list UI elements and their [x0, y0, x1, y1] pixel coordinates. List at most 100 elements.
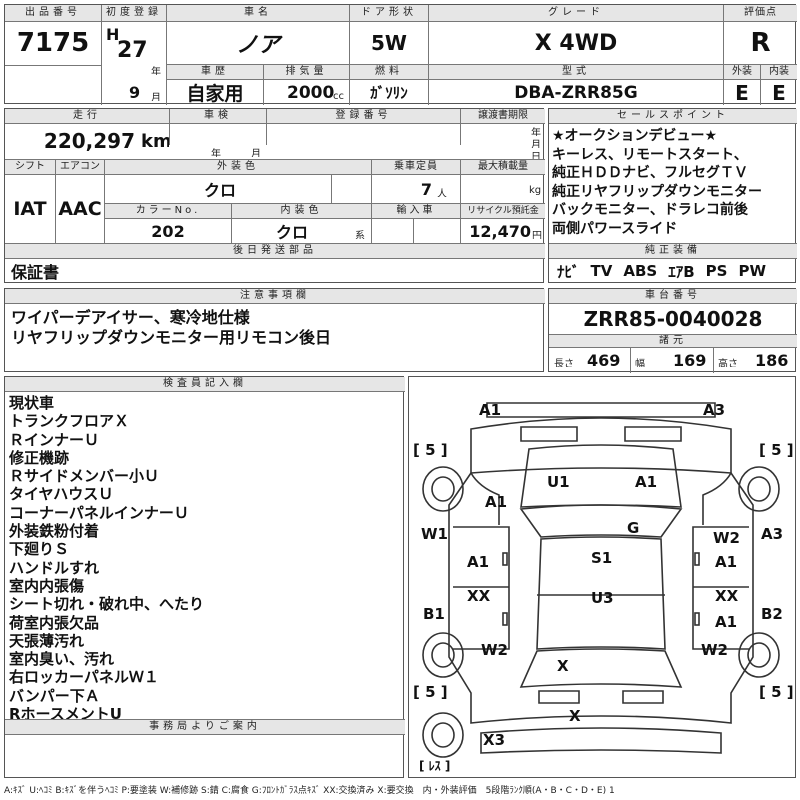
inspector-line: 下廻りＳ: [9, 540, 70, 559]
plate-label: 登録番号: [267, 109, 460, 123]
chassis-label: 車台番号: [549, 289, 797, 303]
damage-mark: G: [627, 519, 640, 537]
header-section: 出品番号 7175 初度登録 H 27 年 9 月 車名 ノア ドア形状 5W …: [4, 4, 797, 105]
later-parts-label: 後日発送部品: [5, 244, 545, 258]
damage-mark: X: [569, 707, 581, 725]
door-label: ドア形状: [350, 5, 428, 21]
equipment-list: ﾅﾋﾞ TV ABS ｴｱB PS PW: [557, 259, 797, 283]
damage-mark: XX: [715, 587, 739, 605]
sales-point-line: 純正ＨＤＤナビ、フルセグＴＶ: [552, 165, 748, 181]
mileage-label: 走行: [5, 109, 169, 123]
int-label: 内装: [761, 65, 797, 79]
transfer-day-unit: 日: [531, 152, 541, 160]
color-no-value: 202: [151, 221, 185, 241]
inspector-line: コーナーパネルインナーＵ: [9, 503, 189, 522]
inspector-line: RホースメントU: [9, 705, 122, 724]
later-parts-value: 保証書: [11, 263, 60, 282]
equipment-item: TV: [590, 262, 613, 280]
inspector-line: バンパー下Ａ: [9, 686, 100, 705]
load-unit: kg: [529, 185, 542, 196]
inspection-label: 車検: [170, 109, 266, 123]
damage-mark: A1: [479, 401, 502, 419]
color-label: 外装色: [105, 160, 371, 174]
inspector-line: ＲインナーＵ: [9, 430, 100, 449]
damage-mark: [ ﾚｽ ]: [419, 759, 451, 773]
damage-mark: A3: [761, 525, 784, 543]
model-label: 型式: [429, 65, 723, 79]
reg-year: 27: [117, 37, 148, 63]
damage-mark: B2: [761, 605, 783, 623]
color-no-label: カラーNo.: [105, 204, 231, 218]
grade-label: グレード: [429, 5, 723, 21]
damage-mark: [ 5 ]: [413, 683, 448, 701]
office-label: 事務局よりご案内: [5, 720, 405, 734]
recycle-unit: 円: [532, 231, 542, 239]
transfer-label: 譲渡書期限: [461, 109, 545, 123]
grade-value: X 4WD: [534, 30, 618, 56]
inspector-line: シート切れ・破れ中、へたり: [9, 595, 205, 614]
chassis-section: 車台番号 ZRR85-0040028 諸元 長さ 469 幅 169 高さ 18…: [548, 288, 797, 373]
damage-mark: A1: [715, 553, 738, 571]
int-value: E: [772, 80, 786, 105]
length-value: 469: [587, 351, 621, 370]
damage-mark: [ 5 ]: [759, 441, 794, 459]
length-label: 長さ: [554, 359, 574, 367]
legend: A:ｷｽﾞ U:ﾍｺﾐ B:ｷｽﾞを伴うﾍｺﾐ P:要塗装 W:補修跡 S:錆 …: [4, 786, 615, 796]
damage-mark: W2: [481, 641, 508, 659]
transfer-month-unit: 月: [531, 140, 541, 148]
car-outline: [422, 402, 780, 758]
damage-mark: W2: [713, 529, 740, 547]
damage-mark: XX: [467, 587, 491, 605]
inspector-notes: 現状車 トランクフロアＸ ＲインナーＵ 修正機跡 Ｒサイドメンバー小Ｕ タイヤハ…: [5, 394, 403, 726]
inspector-line: 外装鉄粉付着: [9, 522, 100, 541]
equipment-item: ﾅﾋﾞ: [557, 262, 580, 281]
history-label: 車歴: [167, 65, 263, 79]
interior-color-label: 内装色: [232, 204, 371, 218]
damage-mark: A1: [635, 473, 658, 491]
equipment-item: ｴｱB: [668, 262, 695, 281]
equipment-item: PS: [705, 262, 728, 280]
inspector-line: Ｒサイドメンバー小Ｕ: [9, 467, 160, 486]
door-type: 5W: [371, 31, 407, 55]
inspector-label: 検査員記入欄: [5, 377, 405, 391]
score-value: R: [750, 28, 771, 58]
lot-number: 7175: [16, 28, 90, 58]
notes-section: 注意事項欄 ワイパーデアイサー、寒冷地仕様 リヤフリップダウンモニター用リモコン…: [4, 288, 545, 372]
inspector-line: 室内臭い、汚れ: [9, 650, 115, 669]
equipment-item: PW: [738, 262, 766, 280]
score-label: 評価点: [724, 5, 797, 21]
damage-mark: S1: [591, 549, 613, 567]
dims-label: 諸元: [549, 335, 797, 347]
recycle-value: 12,470: [469, 221, 531, 241]
width-label: 幅: [635, 359, 645, 367]
import-label: 輸入車: [372, 204, 460, 218]
car-name: ノア: [235, 33, 280, 58]
displacement-label: 排気量: [264, 65, 349, 79]
inspector-line: 荷室内張欠品: [9, 613, 100, 632]
equipment-item: ABS: [623, 262, 658, 280]
damage-mark: W1: [421, 525, 448, 543]
inspector-line: トランクフロアＸ: [9, 412, 130, 431]
sales-point-line: ★オークションデビュー★: [552, 128, 718, 144]
equipment-label: 純正装備: [549, 244, 797, 258]
sales-points-label: セールスポイント: [549, 109, 797, 123]
damage-mark: X3: [483, 731, 506, 749]
inspection-year-unit: 年: [211, 149, 221, 157]
shift-label: シフト: [5, 160, 55, 174]
sales-point-line: バックモニター、ドラレコ前後: [552, 202, 748, 218]
damage-mark: [ 5 ]: [413, 441, 448, 459]
load-label: 最大積載量: [461, 160, 545, 174]
inspector-line: ハンドルすれ: [9, 558, 100, 577]
ext-label: 外装: [724, 65, 760, 79]
reg-month: 9: [129, 82, 141, 102]
month-unit: 月: [151, 93, 161, 101]
capacity-value: 7: [420, 179, 432, 199]
mileage-value: 220,297: [43, 129, 135, 153]
recycle-label: リサイクル預託金: [461, 204, 545, 218]
inspector-line: 天張薄汚れ: [9, 631, 85, 650]
details-section: 走行 車検 登録番号 譲渡書期限 220,297 km 年 月 年 月 日 シフ…: [4, 108, 545, 283]
damage-mark: B1: [423, 605, 445, 623]
interior-color-value: クロ: [275, 223, 308, 242]
shift-value: IAT: [13, 198, 47, 220]
inspector-line: タイヤハウスＵ: [9, 485, 114, 504]
